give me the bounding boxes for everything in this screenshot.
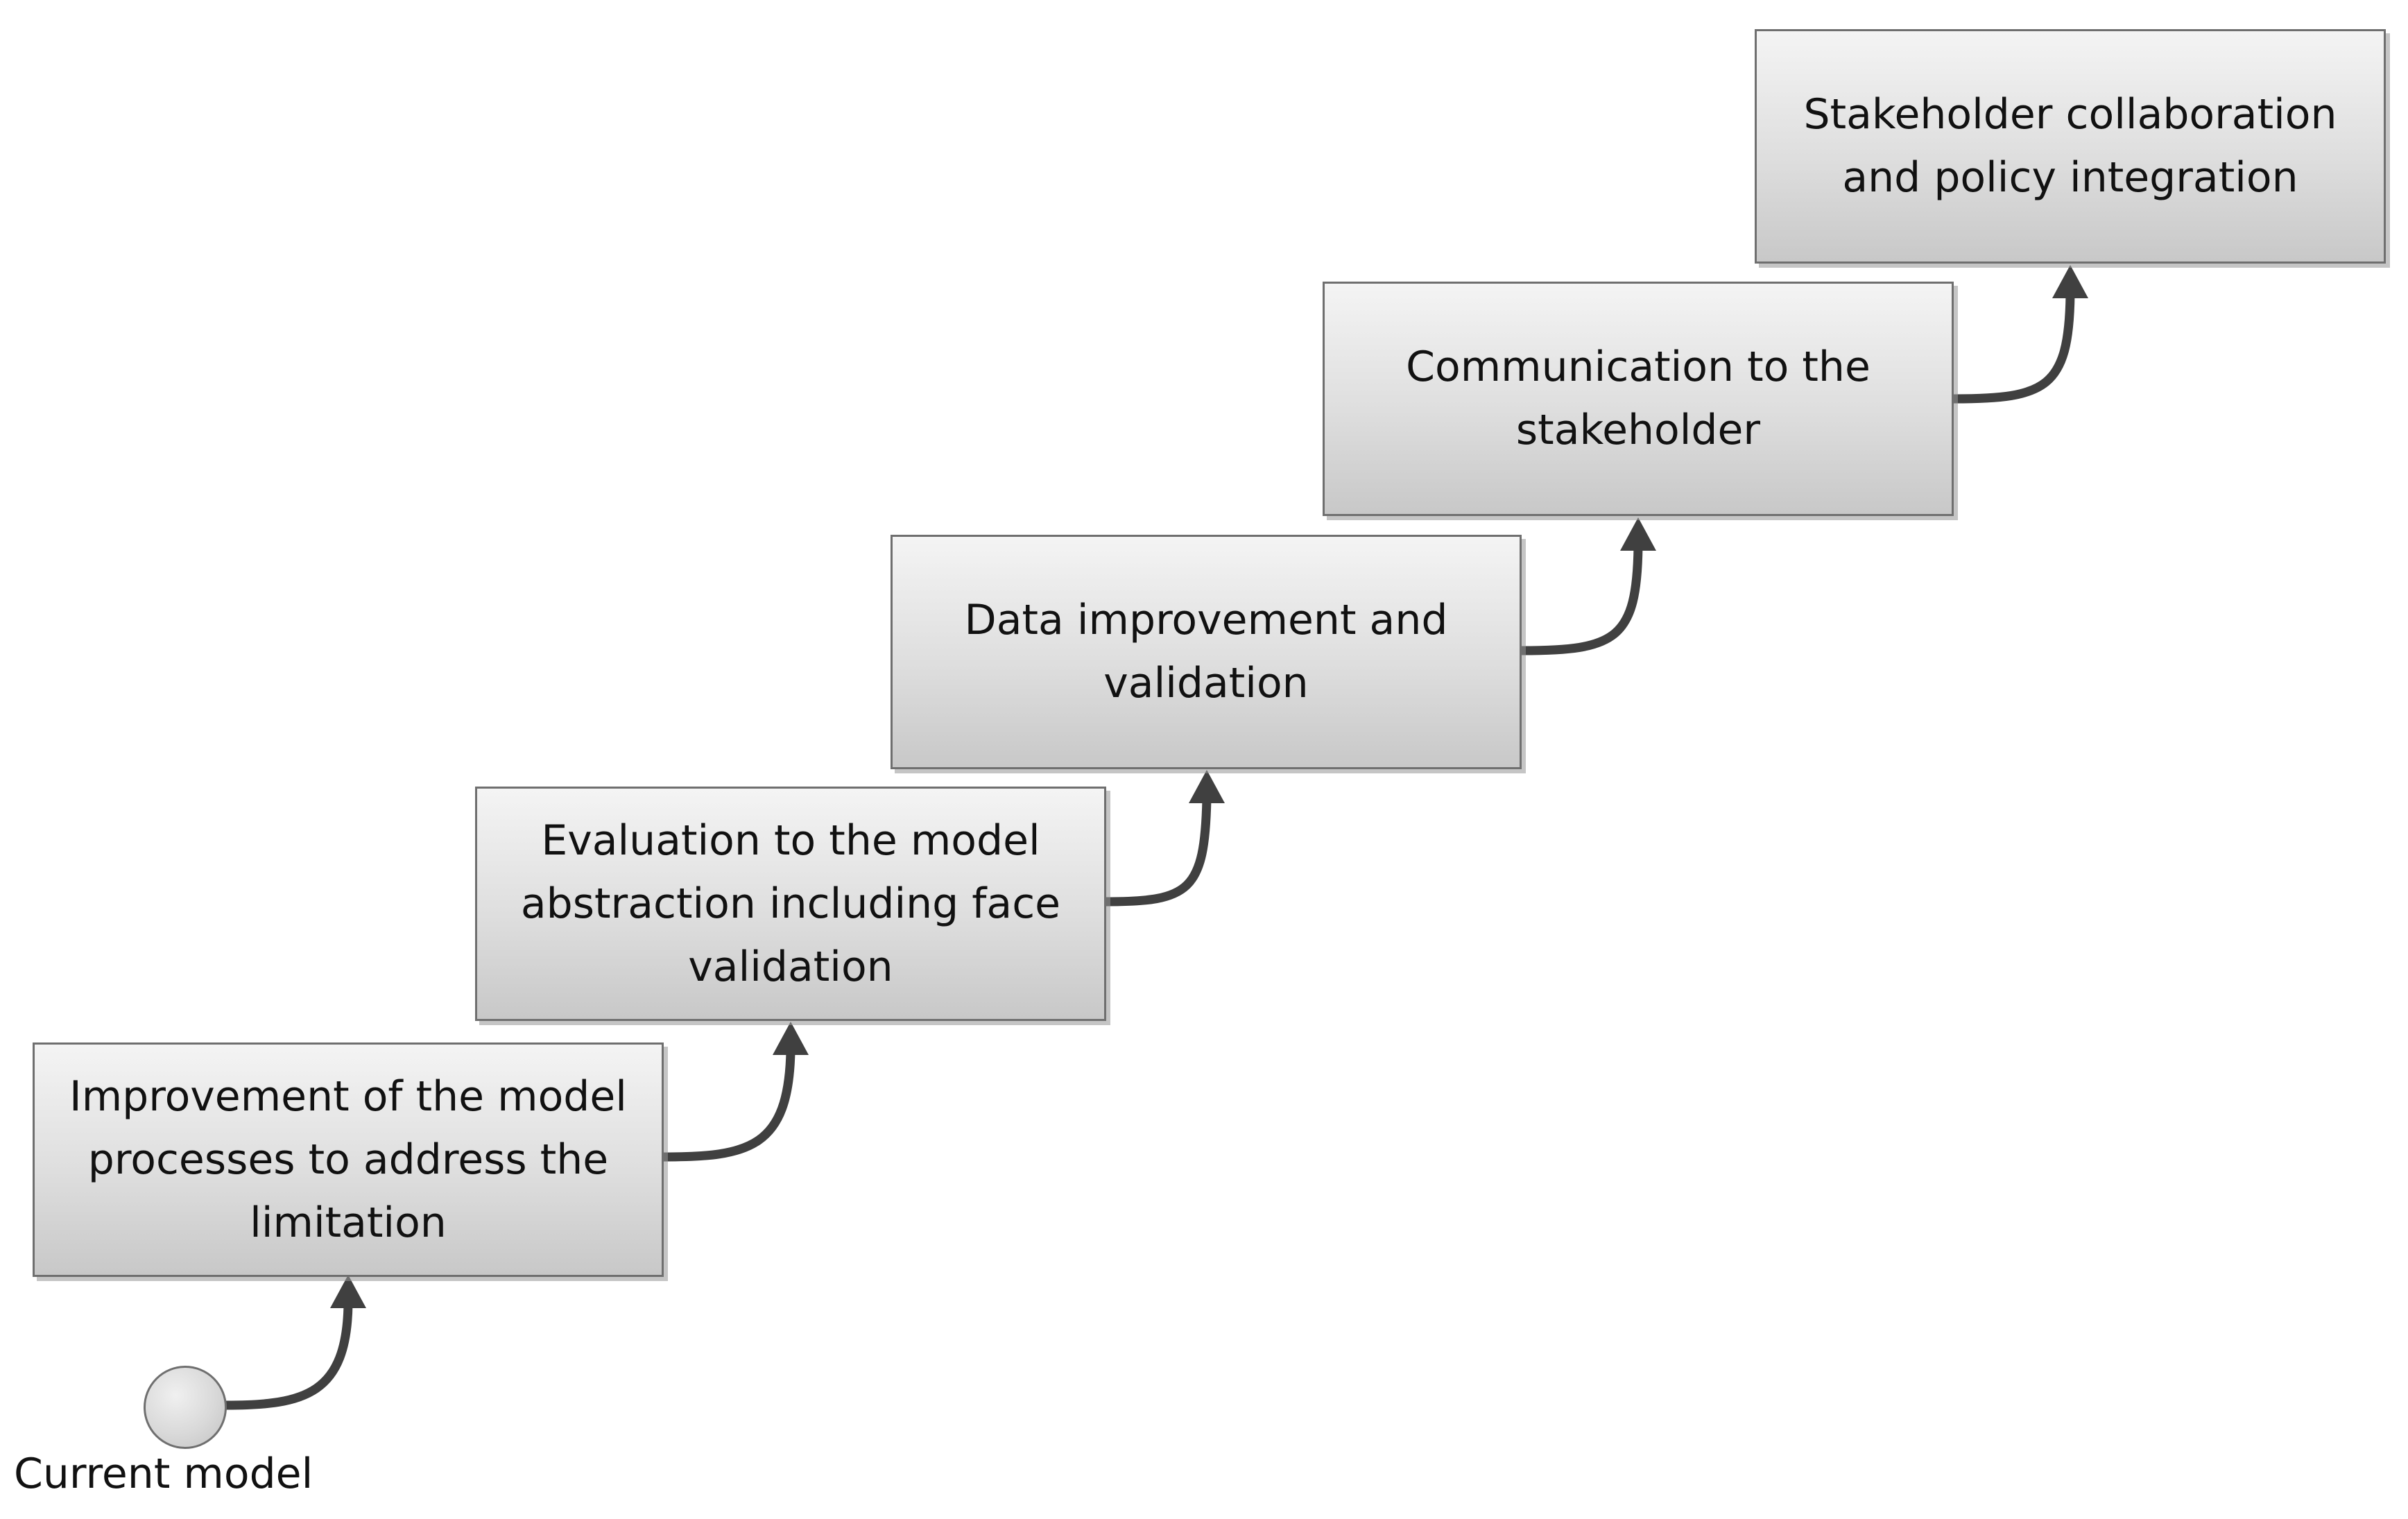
step-2-label: Evaluation to the model abstraction incl… [520, 816, 1061, 991]
step-4-box: Communication to the stakeholder [1323, 282, 1954, 516]
connector-step-4-to-step-5 [1949, 265, 2088, 404]
step-5-label: Stakeholder collaboration and policy int… [1803, 90, 2337, 202]
connector-step-3-to-step-4 [1517, 517, 1656, 655]
current-model-node [144, 1366, 227, 1449]
step-1-label: Improvement of the model processes to ad… [69, 1072, 627, 1247]
step-4-label: Communication to the stakeholder [1406, 343, 1871, 454]
step-1-box: Improvement of the model processes to ad… [33, 1042, 664, 1277]
step-3-label: Data improvement and validation [964, 596, 1448, 707]
connector-step-2-to-step-3 [1101, 770, 1225, 907]
connector-step-1-to-step-2 [659, 1022, 809, 1162]
current-model-label: Current model [14, 1450, 313, 1498]
connector-start-to-step-1 [221, 1275, 366, 1410]
step-3-box: Data improvement and validation [891, 535, 1522, 769]
step-2-box: Evaluation to the model abstraction incl… [475, 787, 1106, 1021]
step-5-box: Stakeholder collaboration and policy int… [1755, 29, 2386, 264]
